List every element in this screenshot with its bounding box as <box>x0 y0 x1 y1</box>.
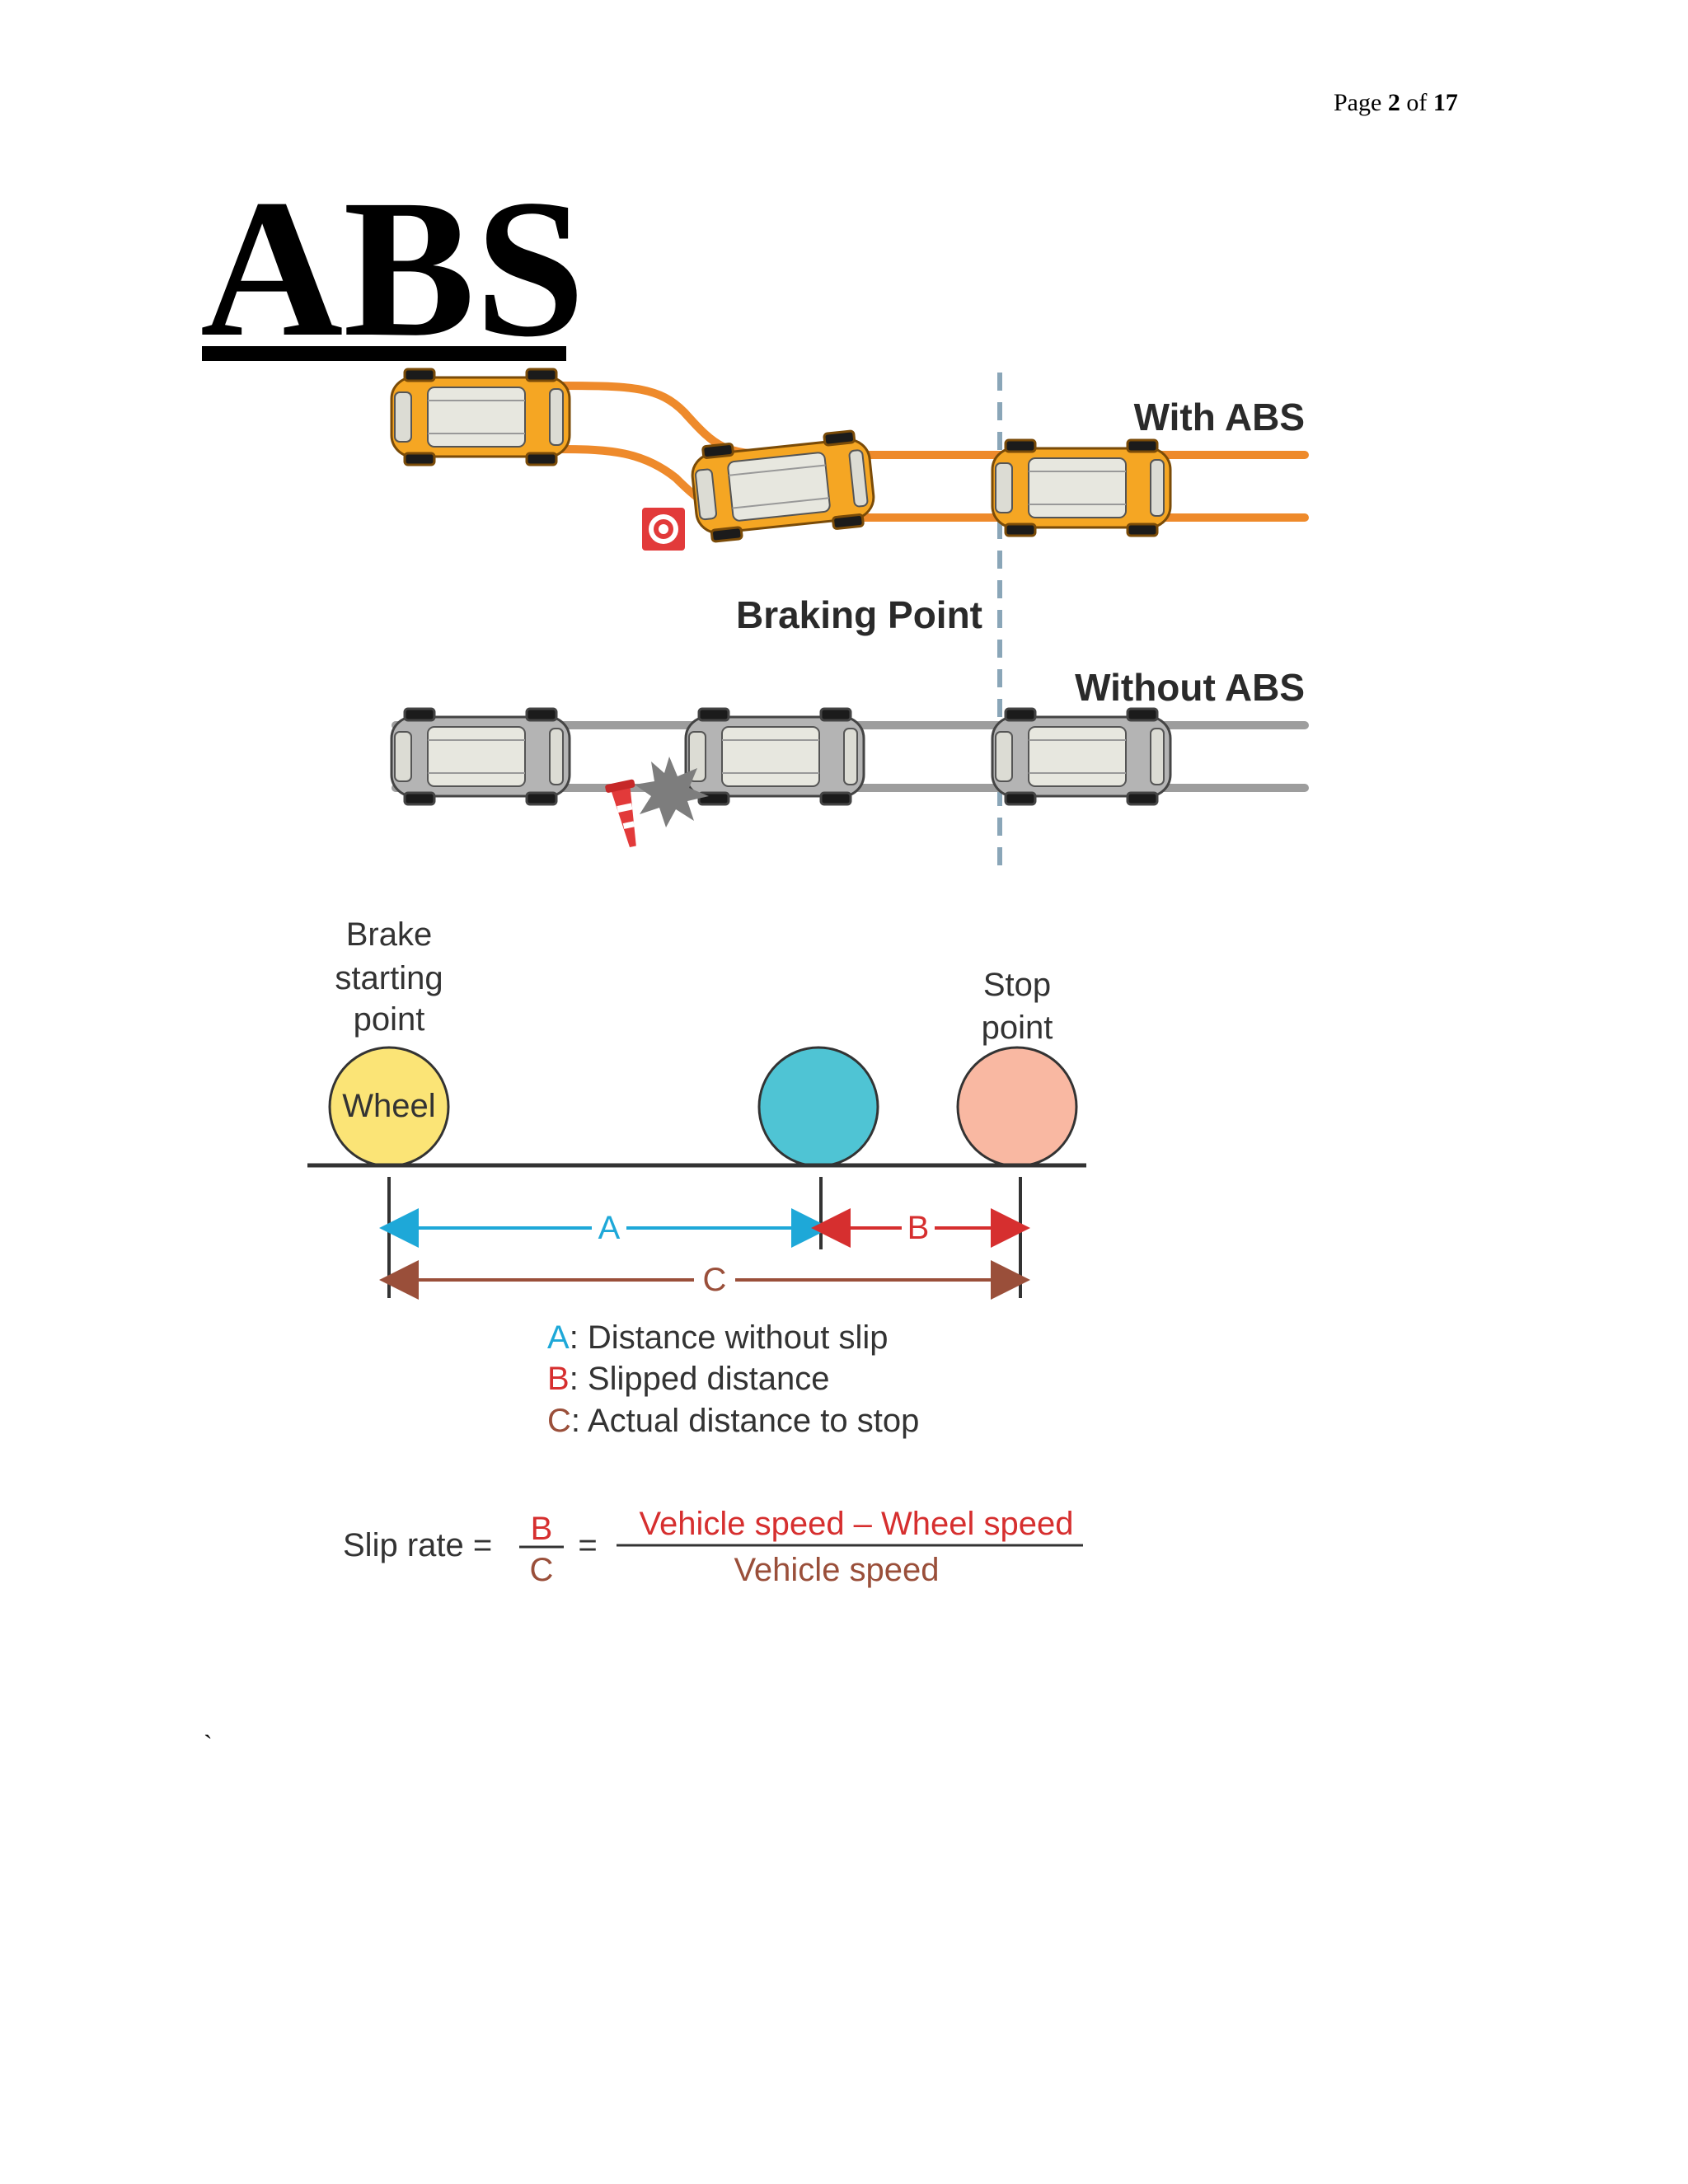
legend-c-text: : Actual distance to stop <box>571 1403 919 1439</box>
brake-start-line-2: starting <box>335 960 443 996</box>
without-abs-label: Without ABS <box>1075 666 1305 709</box>
brake-start-line-3: point <box>354 1001 425 1038</box>
page-number: Page 2 of 17 <box>1334 89 1458 117</box>
traffic-cone-icon <box>605 779 636 848</box>
page-total: 17 <box>1432 89 1458 116</box>
crash-burst-icon <box>635 757 709 827</box>
car-without-abs-1 <box>390 707 571 806</box>
legend-b-key: B <box>547 1361 570 1397</box>
car-without-abs-2 <box>684 707 865 806</box>
segment-b-label: B <box>907 1210 930 1246</box>
car-without-abs-3 <box>991 707 1172 806</box>
brake-start-line-1: Brake <box>346 916 433 953</box>
wheel-mid <box>757 1046 879 1168</box>
stop-point-line-1: Stop <box>983 967 1051 1003</box>
legend-b: B: Slipped distance <box>547 1361 829 1397</box>
formula-label: Slip rate = <box>343 1527 492 1563</box>
with-abs-label: With ABS <box>1134 396 1305 438</box>
segment-a-label: A <box>598 1210 621 1246</box>
formula-frac-num: B <box>531 1511 553 1547</box>
wheel-stop <box>956 1046 1078 1168</box>
page-current: 2 <box>1387 89 1400 116</box>
page-of: of <box>1406 89 1428 116</box>
formula-equals: = <box>578 1527 597 1563</box>
brake-start-label: Brake starting point <box>335 916 443 1038</box>
formula-numerator: Vehicle speed – Wheel speed <box>639 1506 1073 1542</box>
page-word: Page <box>1334 89 1382 116</box>
wheel-label: Wheel <box>342 1088 435 1124</box>
target-obstacle-icon <box>642 508 685 551</box>
legend-c: C: Actual distance to stop <box>547 1403 919 1439</box>
segment-c-label: C <box>703 1262 727 1298</box>
page-title: ABS <box>200 158 585 377</box>
legend-b-text: : Slipped distance <box>570 1361 830 1397</box>
car-with-abs-2 <box>688 428 878 545</box>
stop-point-label: Stop point <box>982 967 1053 1046</box>
formula-frac-den: C <box>530 1552 554 1588</box>
legend-c-key: C <box>547 1403 571 1439</box>
formula-denominator: Vehicle speed <box>734 1552 939 1588</box>
legend-a: A: Distance without slip <box>547 1319 889 1356</box>
stray-mark: ` <box>204 1729 213 1759</box>
slip-rate-formula: Slip rate = B C = Vehicle speed – Wheel … <box>343 1506 1083 1588</box>
car-with-abs-1 <box>390 368 571 466</box>
braking-point-label: Braking Point <box>736 593 982 636</box>
legend-a-key: A <box>547 1319 570 1356</box>
car-with-abs-3 <box>991 438 1172 537</box>
legend-a-text: : Distance without slip <box>570 1319 889 1356</box>
title-underline <box>202 346 566 361</box>
stop-point-line-2: point <box>982 1010 1053 1046</box>
slip-legend: A: Distance without slip B: Slipped dist… <box>547 1319 919 1439</box>
